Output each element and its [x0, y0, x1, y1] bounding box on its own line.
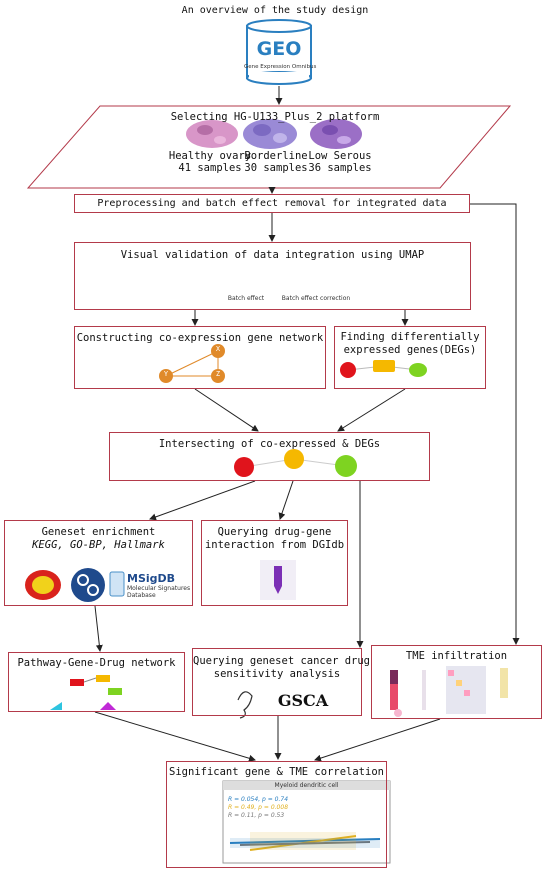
node-x-label: X [215, 345, 221, 353]
group-samples-borderline: 30 samples [244, 162, 308, 174]
gsca-box: Querying geneset cancer drug sensitivity… [192, 648, 371, 716]
dgidb-title-line1: Querying drug-gene [217, 526, 332, 538]
pathway-network-graphic [50, 675, 122, 710]
preprocessing-box: Preprocessing and batch effect removal f… [74, 194, 470, 213]
pathway-box: Pathway-Gene-Drug network [8, 652, 185, 712]
degs-title-line1: Finding differentially [340, 331, 480, 343]
group-name-borderline: Borderline [244, 150, 308, 162]
geo-logo-text: GEO [256, 38, 302, 60]
preprocessing-label: Preprocessing and batch effect removal f… [97, 198, 447, 209]
geneset-box: Geneset enrichment KEGG, GO-BP, Hallmark… [4, 520, 193, 606]
plot-title: Myeloid dendritic cell [274, 782, 339, 789]
go-logo-icon [71, 568, 105, 602]
msigdb-sub2: Database [127, 592, 156, 599]
dgidb-image [260, 560, 296, 600]
kegg-logo-icon [25, 570, 61, 600]
stat-blue: R = 0.054, p = 0.74 [228, 796, 289, 803]
deg-network-graphic [340, 360, 427, 378]
node-z-label: Z [215, 370, 221, 378]
tme-box: TME infiltration [371, 645, 542, 719]
coexpression-title: Constructing co-expression gene network [76, 332, 324, 344]
msigdb-name: MSigDB [127, 572, 176, 585]
geneset-subtitle: KEGG, GO-BP, Hallmark [32, 539, 165, 551]
coexpression-network-graphic [159, 344, 225, 383]
degs-title-line2: expressed genes(DEGs) [343, 344, 477, 356]
correlation-title: Significant gene & TME correlation [169, 766, 384, 778]
tme-title: TME infiltration [405, 650, 508, 662]
dgidb-title-line2: interaction from DGIdb [204, 539, 345, 551]
group-name-low-serous: Low Serous [308, 150, 372, 162]
group-samples-low-serous: 36 samples [308, 162, 372, 174]
gsca-title-line1: Querying geneset cancer drug [193, 655, 371, 667]
platform-title: Selecting HG-U133_Plus_2 platform [170, 111, 380, 123]
stat-gray: R = 0.11, p = 0.53 [228, 812, 285, 819]
stat-yellow: R = 0.49, p = 0.008 [228, 804, 289, 811]
degs-box: Finding differentially expressed genes(D… [334, 326, 486, 389]
correlation-box: Significant gene & TME correlation [166, 761, 387, 868]
tissue-image-healthy [186, 120, 238, 148]
diagram-title: An overview of the study design [181, 5, 369, 16]
gsca-logo: GSCA [277, 691, 329, 710]
dgidb-box: Querying drug-gene interaction from DGId… [201, 520, 348, 606]
geneset-title: Geneset enrichment [41, 526, 156, 538]
tissue-image-low-serous [310, 119, 362, 149]
node-y-label: Y [163, 370, 169, 378]
umap-right-caption: Batch effect correction [281, 295, 351, 302]
tissue-image-borderline [243, 119, 297, 149]
pathway-title: Pathway-Gene-Drug network [17, 657, 176, 669]
geo-subtitle: Gene Expression Omnibus [244, 64, 317, 70]
group-name-healthy: Healthy ovary [168, 150, 252, 162]
msigdb-logo-icon [109, 571, 125, 597]
tme-panel-image [390, 666, 508, 717]
group-samples-healthy: 41 samples [178, 162, 242, 174]
coexpression-box: Constructing co-expression gene network [74, 326, 326, 389]
geo-database-icon [246, 19, 312, 85]
intersection-network-graphic [234, 449, 357, 477]
intersection-box: Intersecting of co-expressed & DEGs [109, 432, 430, 481]
intersection-title: Intersecting of co-expressed & DEGs [158, 438, 381, 450]
gsca-title-line2: sensitivity analysis [213, 668, 341, 680]
umap-left-caption: Batch effect [227, 295, 265, 302]
correlation-plot [222, 780, 391, 864]
msigdb-sub1: Molecular Signatures [127, 585, 191, 592]
umap-box: Visual validation of data integration us… [74, 242, 471, 310]
umap-title: Visual validation of data integration us… [120, 249, 425, 261]
